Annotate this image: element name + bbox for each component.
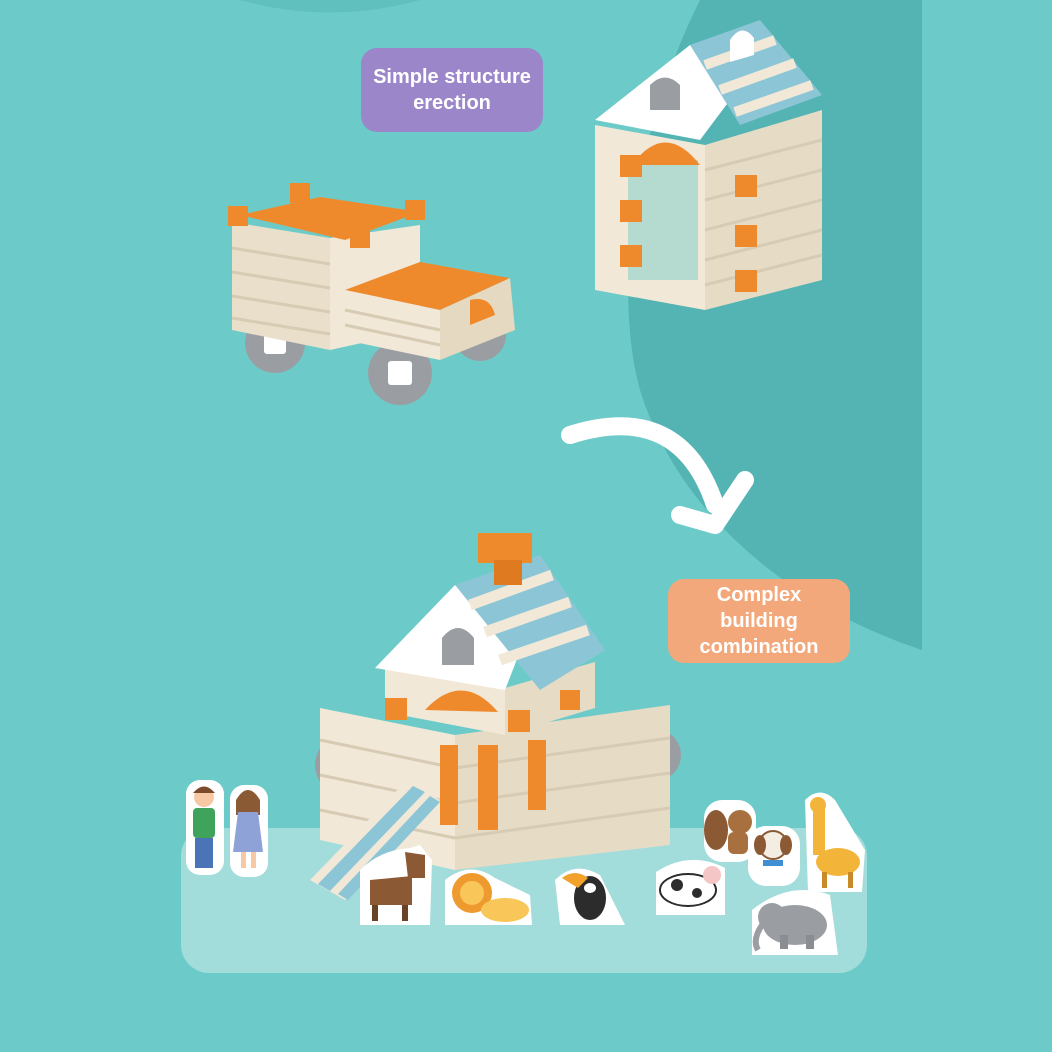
- label-complex-line-3: combination: [699, 636, 819, 658]
- block-complex-building: [310, 533, 681, 900]
- figure-elephant: [752, 890, 838, 955]
- figure-giraffe: [805, 792, 865, 892]
- label-complex-line-1: Complex: [716, 584, 802, 606]
- block-gate-house: [595, 20, 823, 310]
- figure-cow: [656, 859, 725, 915]
- label-simple-line-2: erection: [413, 92, 491, 114]
- figure-lion: [445, 869, 532, 925]
- figure-toucan: [555, 868, 625, 925]
- background-arc-top: [240, 0, 420, 13]
- figure-boy: [186, 780, 224, 875]
- block-cart: [228, 183, 515, 405]
- label-simple-structure: Simple structure erection: [361, 48, 543, 132]
- figure-horse: [360, 845, 432, 925]
- figure-girl: [230, 785, 268, 877]
- label-complex-combination: Complex building combination: [668, 579, 850, 663]
- figure-dog: [748, 826, 800, 886]
- label-complex-line-2: building: [720, 610, 798, 632]
- label-simple-line-1: Simple structure: [373, 66, 531, 88]
- arrow-curve-icon: [561, 417, 754, 534]
- figure-squirrel: [704, 800, 756, 862]
